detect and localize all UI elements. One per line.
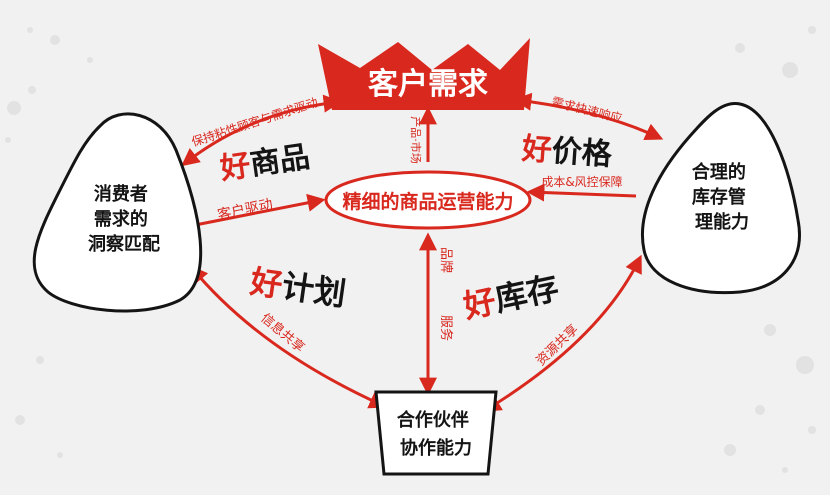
svg-text:好计划: 好计划	[247, 262, 348, 313]
pillar-good-plan: 好计划	[247, 262, 348, 313]
svg-text:好价格: 好价格	[520, 131, 614, 172]
svg-text:消费者 需求的 洞察匹配: 消费者 需求的 洞察匹配	[88, 183, 160, 255]
center-label: 精细的商品运营能力	[342, 190, 513, 213]
pillar-price-label: 价格	[551, 134, 614, 173]
pillar-plan-prefix: 好	[247, 262, 285, 304]
consumer-line-1: 消费者	[94, 183, 148, 205]
partner-line-1: 合作伙伴	[397, 409, 469, 431]
pillar-good-product: 好商品	[217, 140, 312, 187]
node-inventory-management: 合理的 库存管 理能力	[641, 101, 801, 295]
label-quick-response: 需求快速响应	[550, 94, 624, 126]
label-product-market: 产品·市场	[409, 116, 423, 164]
inventory-line-1: 合理的	[692, 161, 746, 183]
consumer-line-2: 需求的	[94, 208, 148, 230]
label-customer-driven: 客户驱动	[216, 195, 274, 223]
label-cost-risk: 成本&风控保障	[541, 174, 622, 189]
pillar-price-prefix: 好	[520, 131, 553, 168]
node-consumer-insight: 消费者 需求的 洞察匹配	[32, 112, 203, 313]
crown-customer-demand: 客户需求	[318, 38, 530, 110]
node-partner-collaboration: 合作伙伴 协作能力	[374, 390, 498, 476]
pillar-product-label: 商品	[248, 140, 312, 183]
svg-text:好库存: 好库存	[459, 269, 562, 326]
label-brand: 品牌	[438, 247, 454, 273]
pillar-stock-label: 库存	[491, 269, 562, 319]
svg-text:合理的 库存管 理能力: 合理的 库存管 理能力	[692, 161, 752, 233]
crown-label: 客户需求	[368, 67, 488, 102]
pillar-good-price: 好价格	[520, 131, 614, 172]
pillar-stock-prefix: 好	[459, 282, 499, 326]
svg-text:好商品: 好商品	[217, 140, 312, 187]
svg-text:合作伙伴 协作能力: 合作伙伴 协作能力	[397, 409, 475, 459]
connector-lines	[179, 92, 664, 412]
consumer-line-3: 洞察匹配	[88, 233, 160, 255]
pillar-product-prefix: 好	[217, 148, 253, 187]
pillar-good-stock: 好库存	[459, 269, 562, 326]
background-dots	[5, 26, 816, 473]
center-capability: 精细的商品运营能力	[324, 170, 532, 230]
label-service: 服务	[438, 315, 454, 341]
partner-line-2: 协作能力	[400, 437, 472, 459]
inventory-line-2: 库存管	[692, 186, 746, 208]
inventory-line-3: 理能力	[695, 211, 749, 233]
pillar-plan-label: 计划	[280, 267, 349, 314]
